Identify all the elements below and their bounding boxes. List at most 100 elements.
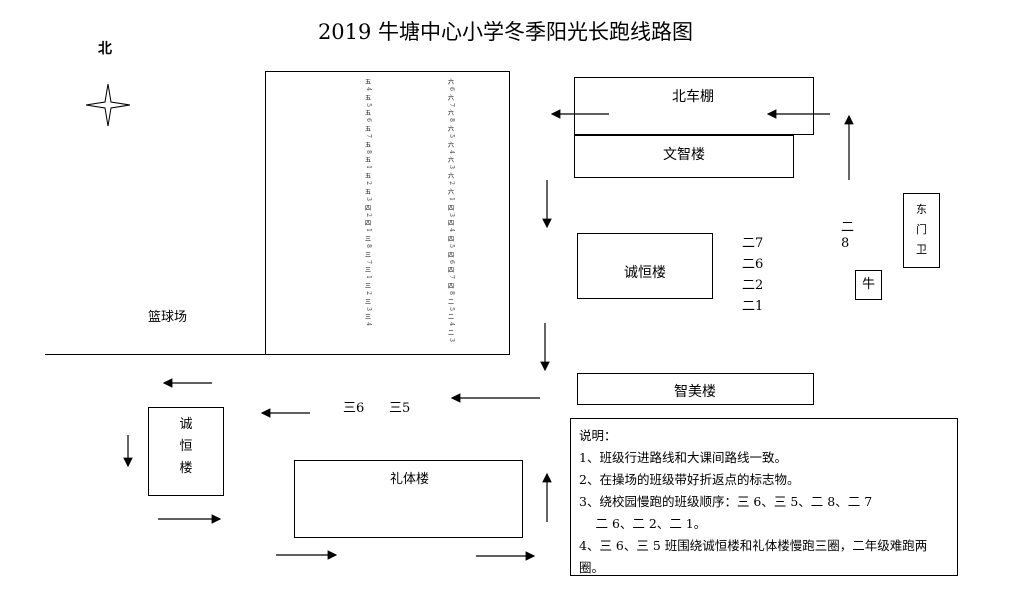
note-item: 3、绕校园慢跑的班级顺序：三 6、三 5、二 8、二 7 [579, 494, 873, 509]
wen-zhi-lou-label: 文智楼 [663, 147, 705, 163]
niu-box: 牛 [855, 270, 882, 300]
grade-char: 六 [447, 173, 454, 181]
notes-box: 说明： 1、班级行进路线和大课间路线一致。 2、在操场的班级带好折返点的标志物。… [570, 418, 958, 576]
dong-men-wei-char: 门 [916, 223, 927, 236]
class-san6: 三6 [343, 401, 365, 416]
grade-char: 五 [364, 94, 371, 102]
class-er2: 二2 [742, 278, 764, 293]
class-er6: 二6 [742, 257, 764, 272]
grade-char: 六 [447, 110, 454, 118]
li-ti-lou [294, 460, 523, 538]
grade-char: 三 [364, 282, 371, 290]
grade-char: 六 [447, 79, 454, 86]
grade-char: 六 [447, 94, 454, 102]
dong-men-wei: 东 门 卫 [903, 193, 940, 268]
dong-men-wei-char: 卫 [916, 243, 927, 256]
cheng-heng-lou-right-label: 诚恒楼 [624, 265, 666, 281]
grade-char: 四 [364, 204, 371, 212]
grade-char: 二 [447, 330, 454, 337]
grade-char: 四 [447, 220, 454, 228]
grade-char: 四 [364, 220, 371, 228]
grade-char: 三 [364, 235, 371, 243]
grade-char: 四 [447, 282, 454, 290]
grade-char: 二 [447, 314, 454, 322]
basketball-court-label: 篮球场 [148, 310, 188, 325]
cheng-heng-lou-left: 诚 恒 楼 [148, 407, 224, 496]
class-san5: 三5 [389, 401, 411, 416]
class-er7: 二7 [742, 236, 764, 251]
grade-char: 四 [447, 204, 454, 212]
wen-zhi-lou [574, 135, 794, 178]
grade-char: 四 [447, 267, 454, 275]
grade-char: 五 [364, 188, 371, 196]
grade-char: 四 [447, 251, 454, 259]
grade-char: 二 [447, 298, 454, 306]
grade-char: 六 [447, 141, 454, 149]
cheng-heng-lou-right [577, 233, 713, 299]
note-item: 二 6、二 2、二 1。 [579, 516, 707, 531]
north-label: 北 [98, 41, 112, 57]
sports-field [265, 71, 510, 355]
zhi-mei-lou-label: 智美楼 [674, 384, 716, 400]
grade-char: 三 [364, 251, 371, 259]
note-item: 4、三 6、三 5 班围绕诚恒楼和礼体楼慢跑三圈，二年级难跑两圈。 [579, 538, 928, 575]
note-item: 1、班级行进路线和大课间路线一致。 [579, 450, 787, 465]
dong-men-wei-char: 东 [916, 203, 927, 216]
grade-char: 五 [364, 173, 371, 181]
cheng-heng-lou-left-char: 楼 [179, 461, 193, 476]
grade-char: 五 [364, 141, 371, 149]
grade-char: 五 [364, 110, 371, 118]
note-item: 2、在操场的班级带好折返点的标志物。 [579, 472, 800, 487]
grade-char: 四 [447, 235, 454, 243]
grade-char: 三 [364, 314, 371, 322]
class-er8-top: 二 [841, 220, 855, 235]
court-boundary [45, 354, 265, 355]
grade-char: 三 [364, 267, 371, 275]
bei-che-peng [574, 77, 814, 135]
zhi-mei-lou [577, 373, 814, 405]
grade-char: 六 [447, 188, 454, 196]
class-er8-bottom: 8 [841, 236, 850, 251]
grade-char: 六 [447, 126, 454, 134]
grade-char: 六 [447, 157, 454, 165]
bei-che-peng-label: 北车棚 [672, 89, 714, 105]
compass-star-icon [85, 83, 131, 127]
grade-char: 三 [364, 298, 371, 306]
map-title: 2019 牛塘中心小学冬季阳光长跑线路图 [317, 20, 694, 44]
class-er1: 二1 [742, 299, 764, 314]
